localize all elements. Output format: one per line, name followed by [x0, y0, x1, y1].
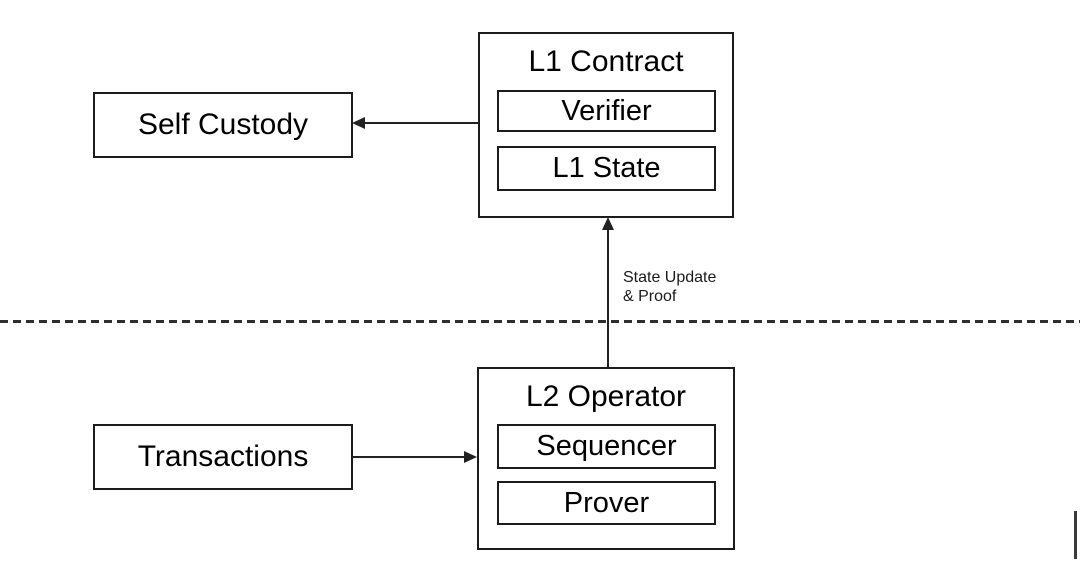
arrow-transactions-to-l2-operator — [353, 456, 467, 458]
prover-box: Prover — [497, 481, 716, 525]
self-custody-label: Self Custody — [137, 108, 309, 141]
verifier-box: Verifier — [497, 90, 716, 132]
verifier-label: Verifier — [561, 94, 652, 127]
arrow-l1-contract-to-self-custody — [362, 122, 478, 124]
sequencer-box: Sequencer — [497, 424, 716, 469]
dashed-divider — [0, 320, 1080, 323]
state-update-proof-label: State Update & Proof — [623, 269, 717, 305]
arrowhead-right-icon — [464, 451, 477, 463]
l2-operator-title: L2 Operator — [525, 380, 687, 413]
l1-state-box: L1 State — [497, 146, 716, 191]
sequencer-label: Sequencer — [536, 430, 677, 462]
transactions-box: Transactions — [93, 424, 353, 490]
arrowhead-left-icon — [352, 117, 365, 129]
right-edge-bar — [1074, 511, 1077, 559]
l1-contract-title: L1 Contract — [528, 45, 684, 78]
l1-state-label: L1 State — [552, 152, 661, 184]
self-custody-box: Self Custody — [93, 92, 353, 158]
prover-label: Prover — [563, 486, 650, 519]
arrowhead-up-icon — [602, 217, 614, 230]
transactions-label: Transactions — [137, 440, 309, 473]
arrow-l2-operator-to-l1-contract — [607, 229, 609, 367]
